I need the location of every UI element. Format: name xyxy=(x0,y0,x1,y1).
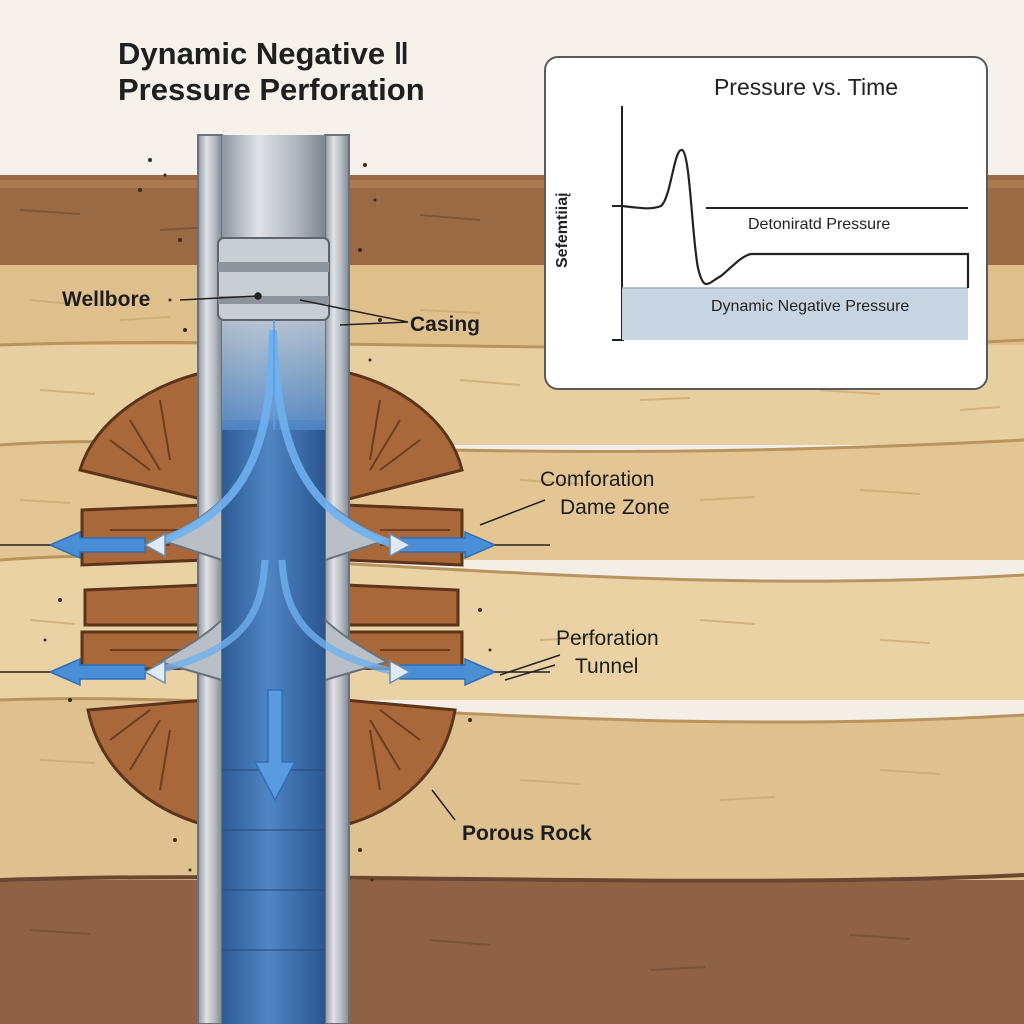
title-line-1: Dynamic Negative ‖ xyxy=(118,36,410,71)
pressure-time-chart: Pressure vs. Time Sefemtiiaį Detoniratd … xyxy=(544,56,988,390)
chart-title: Pressure vs. Time xyxy=(713,74,899,100)
damage-block-right-3 xyxy=(343,583,460,627)
damage-block-right-bottom xyxy=(343,698,457,827)
label-perforation-line-1: Perforation xyxy=(556,627,659,650)
wellbore xyxy=(217,135,330,1024)
damage-block-right-top xyxy=(343,370,464,502)
title-line-2: Pressure Perforation xyxy=(118,72,425,107)
detonation-pressure-label: Detoniratd Pressure xyxy=(748,216,891,233)
label-damage-zone-line-1: Comforation xyxy=(540,468,655,491)
pressure-curve xyxy=(621,148,970,288)
debris-particles xyxy=(43,158,492,882)
arrow-down xyxy=(253,689,297,802)
damage-block-left-3 xyxy=(83,583,207,627)
damage-block-left-top xyxy=(78,370,207,502)
label-perforation-line-2: Tunnel xyxy=(575,655,639,678)
leader-lines xyxy=(0,292,561,821)
label-porous-rock: Porous Rock xyxy=(462,822,592,845)
label-casing: Casing xyxy=(410,313,481,336)
bottom-clay-layer xyxy=(0,880,1024,1024)
perforating-gun xyxy=(217,237,330,321)
negative-pressure-band xyxy=(622,288,968,340)
flow-arrows xyxy=(48,320,497,802)
dynamic-negative-pressure-label: Dynamic Negative Pressure xyxy=(711,298,910,315)
damage-block-left-bottom xyxy=(86,698,207,827)
label-damage-zone-line-2: Dame Zone xyxy=(560,496,670,519)
label-wellbore: Wellbore xyxy=(62,288,151,311)
chart-plot xyxy=(612,106,970,341)
diagram-title: Dynamic Negative ‖ Pressure Perforation xyxy=(118,36,538,108)
chart-y-label: Sefemtiiaį xyxy=(554,192,571,268)
